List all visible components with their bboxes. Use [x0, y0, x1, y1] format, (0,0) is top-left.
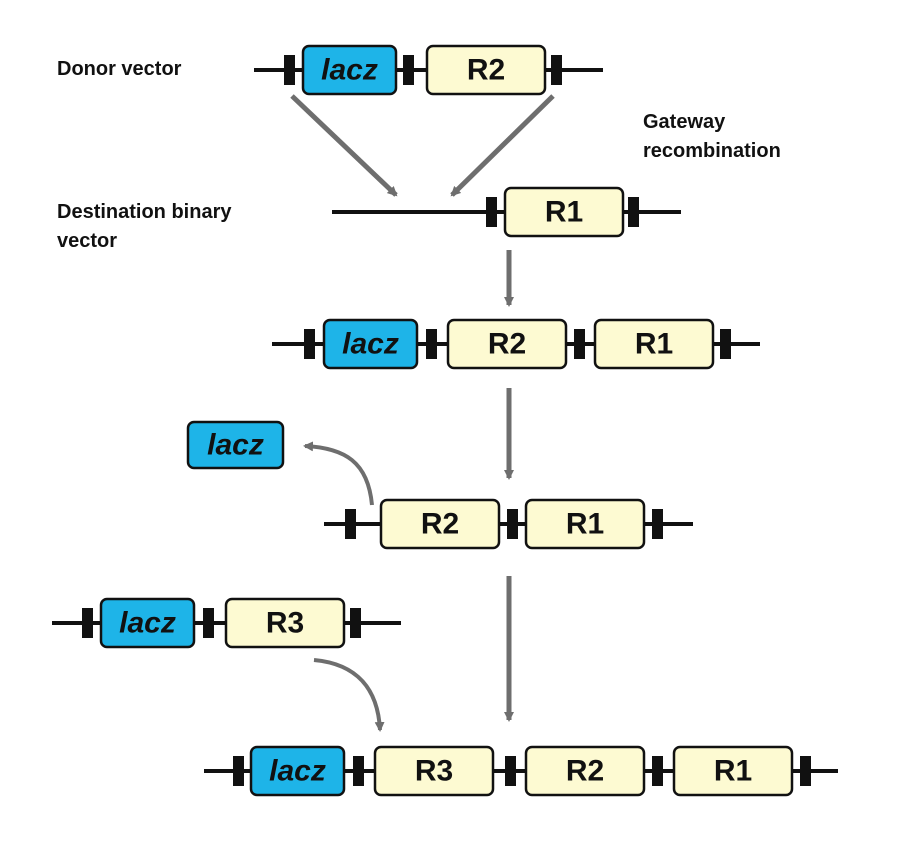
recombination-site [652, 756, 663, 786]
recombination-site [486, 197, 497, 227]
gateway-label-line2: recombination [643, 140, 781, 162]
r1-label: R1 [635, 328, 673, 361]
lacz-box [301, 44, 398, 96]
recombination-site [505, 756, 516, 786]
recombination-site [507, 509, 518, 539]
excision-arrow [303, 441, 374, 506]
r1-label: R1 [566, 508, 604, 541]
gateway-label-line1: Gateway [643, 111, 726, 133]
r3-box [373, 745, 495, 797]
r2-box [379, 498, 501, 550]
r2-label: R2 [467, 54, 505, 87]
r2-label: R2 [566, 755, 604, 788]
gateway-arrow-left [290, 94, 398, 197]
lacz-box [322, 318, 419, 370]
gateway-arrow-right [450, 94, 555, 197]
lacz-label: lacz [321, 54, 378, 87]
excised-lacz-cassette: lacz [186, 420, 285, 470]
donor-vector-construct: lacz R2 [254, 44, 603, 96]
recombination-site [551, 55, 562, 85]
lacz-label: lacz [119, 607, 176, 640]
recombination-site [82, 608, 93, 638]
lacz-label: lacz [207, 429, 264, 462]
lacz-label: lacz [342, 328, 399, 361]
r2-box [524, 745, 646, 797]
recombination-site [574, 329, 585, 359]
recombination-site [426, 329, 437, 359]
lacz-box [186, 420, 285, 470]
lacz-box [249, 745, 346, 797]
insertion-arrow [313, 658, 385, 732]
r1-box [672, 745, 794, 797]
r1-box [503, 186, 625, 238]
r1-box [593, 318, 715, 370]
recombination-site [345, 509, 356, 539]
recombination-site [800, 756, 811, 786]
recombination-site [284, 55, 295, 85]
excised-construct: R2 R1 [324, 498, 693, 550]
recombination-site [350, 608, 361, 638]
r2-label: R2 [488, 328, 526, 361]
recombination-site [403, 55, 414, 85]
final-construct: lacz R3 R2 R1 [204, 745, 838, 797]
recombination-site [652, 509, 663, 539]
recombination-site [203, 608, 214, 638]
recombination-site [304, 329, 315, 359]
r3-label: R3 [415, 755, 453, 788]
r2-label: R2 [421, 508, 459, 541]
recombination-site [720, 329, 731, 359]
donor-vector-label: Donor vector [57, 58, 182, 80]
r2-box [425, 44, 547, 96]
destination-label-line1: Destination binary [57, 201, 232, 223]
second-donor-construct: lacz R3 [52, 597, 401, 649]
r1-label: R1 [545, 196, 583, 229]
r1-label: R1 [714, 755, 752, 788]
lacz-box [99, 597, 196, 649]
r3-box [224, 597, 346, 649]
destination-label-line2: vector [57, 230, 117, 252]
r3-label: R3 [266, 607, 304, 640]
intermediate-construct: lacz R2 R1 [272, 318, 760, 370]
r1-box [524, 498, 646, 550]
destination-vector-construct: R1 [332, 186, 681, 238]
recombination-site [628, 197, 639, 227]
recombination-site [353, 756, 364, 786]
r2-box [446, 318, 568, 370]
recombination-site [233, 756, 244, 786]
lacz-label: lacz [269, 755, 326, 788]
